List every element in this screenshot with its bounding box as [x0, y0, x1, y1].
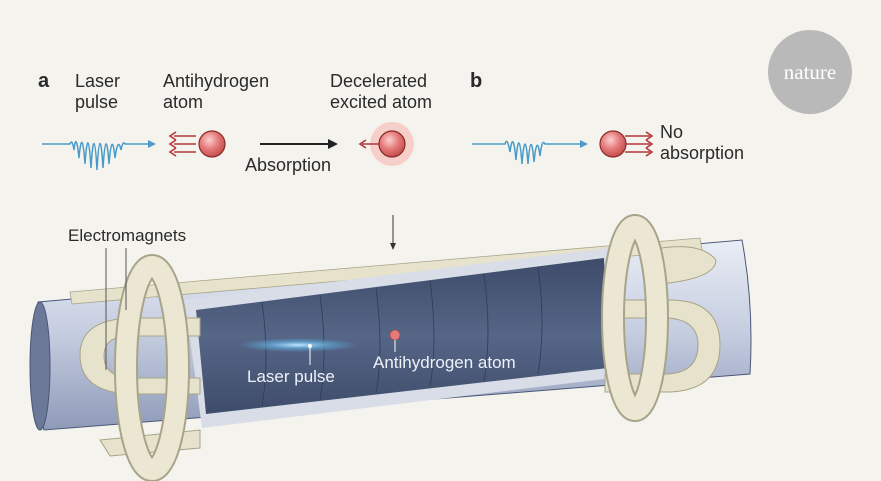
- tube-apparatus: [29, 214, 752, 481]
- absorption-label: Absorption: [245, 155, 332, 175]
- laser-pulse-apparatus-label: Laser pulse: [247, 367, 335, 386]
- decelerated-excited-atom-label: Decelerated excited atom: [330, 71, 433, 112]
- laser-pulse-glow: [238, 338, 358, 352]
- antihydrogen-atom-apparatus-label: Antihydrogen atom: [373, 353, 516, 372]
- logo-text: nature: [783, 59, 837, 84]
- antihydrogen-atom-label: Antihydrogen atom: [163, 71, 270, 112]
- laser-pulse-label: Laser pulse: [75, 71, 121, 112]
- electromagnet-leader-lines: [105, 248, 127, 370]
- laser-pulse-wave-icon: [42, 140, 156, 171]
- antihydrogen-atom-icon: [168, 130, 226, 158]
- antihydrogen-atom-dot: [389, 329, 401, 341]
- no-absorption-label: No absorption: [660, 122, 745, 163]
- atom-no-absorption-icon: [599, 130, 654, 158]
- absorption-arrow-icon: [260, 139, 338, 149]
- panel-a-label: a: [38, 70, 50, 92]
- nature-logo: nature: [768, 30, 852, 114]
- pointer-arrow-icon: [390, 215, 396, 250]
- laser-pulse-wave-b-icon: [472, 140, 588, 165]
- excited-atom-icon: [358, 122, 414, 166]
- panel-b-label: b: [470, 70, 483, 92]
- electromagnets-label: Electromagnets: [68, 226, 187, 245]
